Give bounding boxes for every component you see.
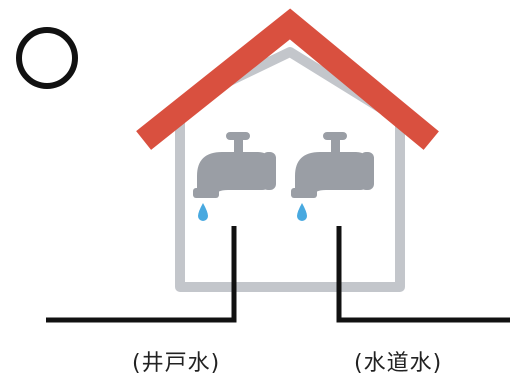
faucet-left-icon (193, 132, 276, 198)
house-roof (136, 8, 439, 150)
faucet-right-icon (291, 132, 374, 198)
caption-tap-water: (水道水) (354, 351, 443, 376)
caption-well-water: (井戸水) (132, 351, 221, 376)
pipe-right (336, 226, 510, 323)
water-drop-left-icon (198, 203, 208, 221)
pipe-left (46, 226, 237, 323)
correct-circle-mark (16, 27, 78, 89)
water-drop-right-icon (297, 203, 307, 221)
